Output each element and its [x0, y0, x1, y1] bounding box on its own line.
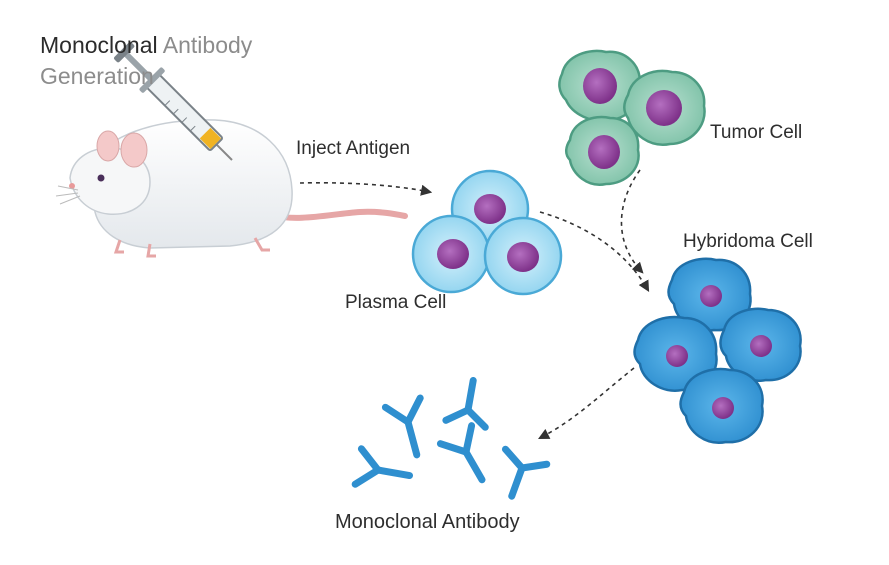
title-part-antibody: Antibody [162, 32, 253, 58]
arrow-hybridoma-to-antibody [538, 367, 635, 440]
antibody-icon [381, 394, 424, 459]
tumor-cells [558, 49, 706, 186]
plasma-cell [411, 214, 491, 294]
hybridoma-cells [633, 257, 802, 444]
plasma-cells [411, 169, 563, 296]
label-plasma-cell: Plasma Cell [345, 292, 447, 313]
antibody-icon [442, 376, 489, 431]
title-part-monoclonal: Monoclonal [40, 32, 158, 58]
label-hybridoma-cell: Hybridoma Cell [683, 231, 813, 252]
monoclonal-antibodies [351, 376, 551, 500]
tumor-cell [565, 115, 640, 186]
label-inject-antigen: Inject Antigen [296, 138, 411, 159]
tumor-cell [558, 49, 642, 123]
hybridoma-cell [679, 367, 764, 444]
arrow-tumor-to-hybridoma [620, 169, 644, 274]
arrow-plasma-to-hybridoma [539, 211, 650, 292]
antibody-icon [436, 422, 486, 484]
arrow-mouse-to-plasma [299, 181, 433, 196]
mouse-illustration [55, 119, 408, 258]
antibody-icon [501, 445, 551, 500]
tumor-cell [623, 69, 706, 146]
syringe-illustration [114, 42, 233, 161]
antibody-icon [351, 445, 414, 488]
process-arrows [299, 169, 650, 440]
hybridoma-cell [719, 307, 802, 382]
title-part-generation: Generation [40, 63, 154, 89]
plasma-cell [483, 216, 563, 296]
diagram-title: Monoclonal Antibody [40, 32, 252, 59]
label-monoclonal-antibody: Monoclonal Antibody [335, 511, 520, 533]
label-tumor-cell: Tumor Cell [710, 122, 803, 143]
